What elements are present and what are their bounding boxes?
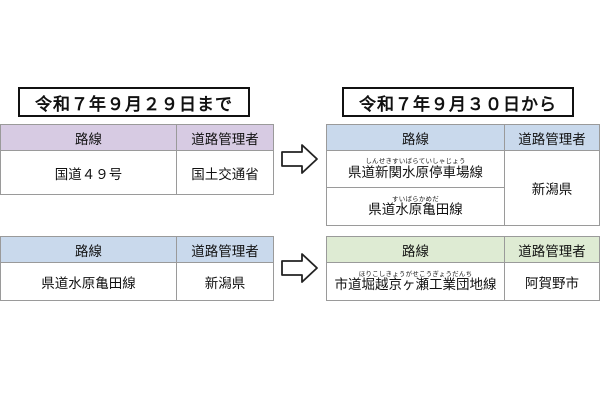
route-cell: すいばらかめだ 県道水原亀田線 — [326, 187, 505, 226]
col-header-manager: 道路管理者 — [176, 236, 274, 263]
route-name: 県道新関水原停車場線 — [348, 164, 483, 181]
route-name: 市道堀越京ヶ瀬工業団地線 — [334, 277, 497, 293]
before-route-table-1: 路線 道路管理者 国道４９号 国土交通省 — [0, 124, 274, 195]
after-route-table-2: 路線 道路管理者 ほりこしきょうがせこうぎょうだんち 市道堀越京ヶ瀬工業団地線 … — [326, 236, 600, 301]
manager-cell: 新潟県 — [504, 150, 600, 226]
route-cell: ほりこしきょうがせこうぎょうだんち 市道堀越京ヶ瀬工業団地線 — [326, 262, 505, 301]
right-arrow-icon — [281, 144, 318, 174]
col-header-route: 路線 — [0, 236, 177, 263]
after-date-label: 令和７年９月３０日から — [342, 87, 574, 117]
col-header-manager: 道路管理者 — [504, 124, 600, 151]
col-header-route: 路線 — [326, 236, 505, 263]
route-cell: 県道水原亀田線 — [0, 262, 177, 301]
col-header-route: 路線 — [326, 124, 505, 151]
after-route-table-1: 路線 道路管理者 しんせきすいばらていしゃじょう 県道新関水原停車場線 新潟県 … — [326, 124, 600, 226]
manager-cell: 新潟県 — [176, 262, 274, 301]
col-header-route: 路線 — [0, 124, 177, 151]
col-header-manager: 道路管理者 — [176, 124, 274, 151]
route-reading: すいばらかめだ — [392, 194, 439, 203]
route-reading: しんせきすいばらていしゃじょう — [365, 157, 466, 165]
route-cell: 国道４９号 — [0, 150, 177, 195]
right-arrow-icon — [281, 253, 318, 283]
col-header-manager: 道路管理者 — [504, 236, 600, 263]
manager-cell: 国土交通省 — [176, 150, 274, 195]
before-route-table-2: 路線 道路管理者 県道水原亀田線 新潟県 — [0, 236, 274, 301]
route-name: 県道水原亀田線 — [368, 202, 463, 218]
before-date-label: 令和７年９月２９日まで — [18, 87, 250, 117]
route-cell: しんせきすいばらていしゃじょう 県道新関水原停車場線 — [326, 150, 505, 188]
route-reading: ほりこしきょうがせこうぎょうだんち — [358, 269, 473, 278]
manager-cell: 阿賀野市 — [504, 262, 600, 301]
